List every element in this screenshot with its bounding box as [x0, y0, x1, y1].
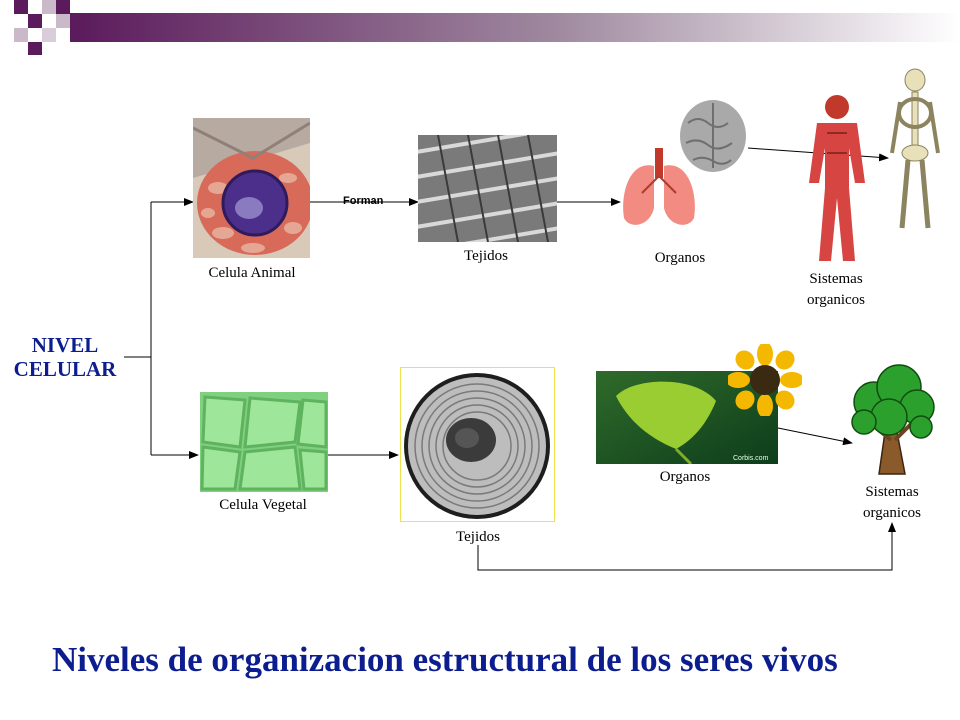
brain-icon [680, 100, 746, 172]
tejidos-animal-image [418, 135, 557, 242]
sistemas-animal-label: Sistemas organicos [786, 269, 886, 311]
arrow-tejidos-to-sistemas-vegetal [477, 522, 896, 571]
celula-animal-label: Celula Animal [208, 265, 296, 281]
sistemas-vegetal-line1: Sistemas [865, 484, 919, 500]
forman-label: Forman [343, 195, 384, 207]
sistemas-vegetal-line2: organicos [862, 505, 922, 521]
tree-ring-image [404, 373, 550, 519]
corbis-watermark: Corbis.com [733, 455, 769, 462]
celula-vegetal-label: Celula Vegetal [219, 497, 307, 513]
organos-vegetal-label: Organos [659, 469, 711, 485]
nivel-celular-label: NIVEL CELULAR [6, 333, 124, 381]
nivel-line1: NIVEL [31, 333, 99, 357]
tejidos-animal-label: Tejidos [464, 248, 508, 264]
banner-graphic [14, 0, 960, 55]
top-banner [0, 0, 960, 55]
tree-icon [851, 364, 935, 475]
nivel-line2: CELULAR [13, 357, 117, 381]
skeleton-icon [890, 68, 940, 229]
celula-animal-image [193, 118, 310, 258]
sistemas-vegetal-label: Sistemas organicos [842, 482, 942, 524]
tejidos-vegetal-label: Tejidos [456, 529, 500, 545]
muscular-system-icon [809, 95, 865, 261]
lungs-icon [623, 148, 695, 225]
sistemas-animal-line2: organicos [806, 292, 866, 308]
page-title: Niveles de organizacion estructural de l… [52, 640, 838, 679]
sunflower-icon [728, 344, 802, 416]
ginkgo-leaf-image [596, 371, 778, 464]
celula-vegetal-image [200, 392, 328, 492]
arrow-to-sistemas-vegetal [777, 427, 853, 446]
sistemas-animal-line1: Sistemas [809, 271, 863, 287]
organos-animal-label: Organos [654, 250, 706, 266]
tejidos-vegetal-frame [400, 367, 555, 522]
